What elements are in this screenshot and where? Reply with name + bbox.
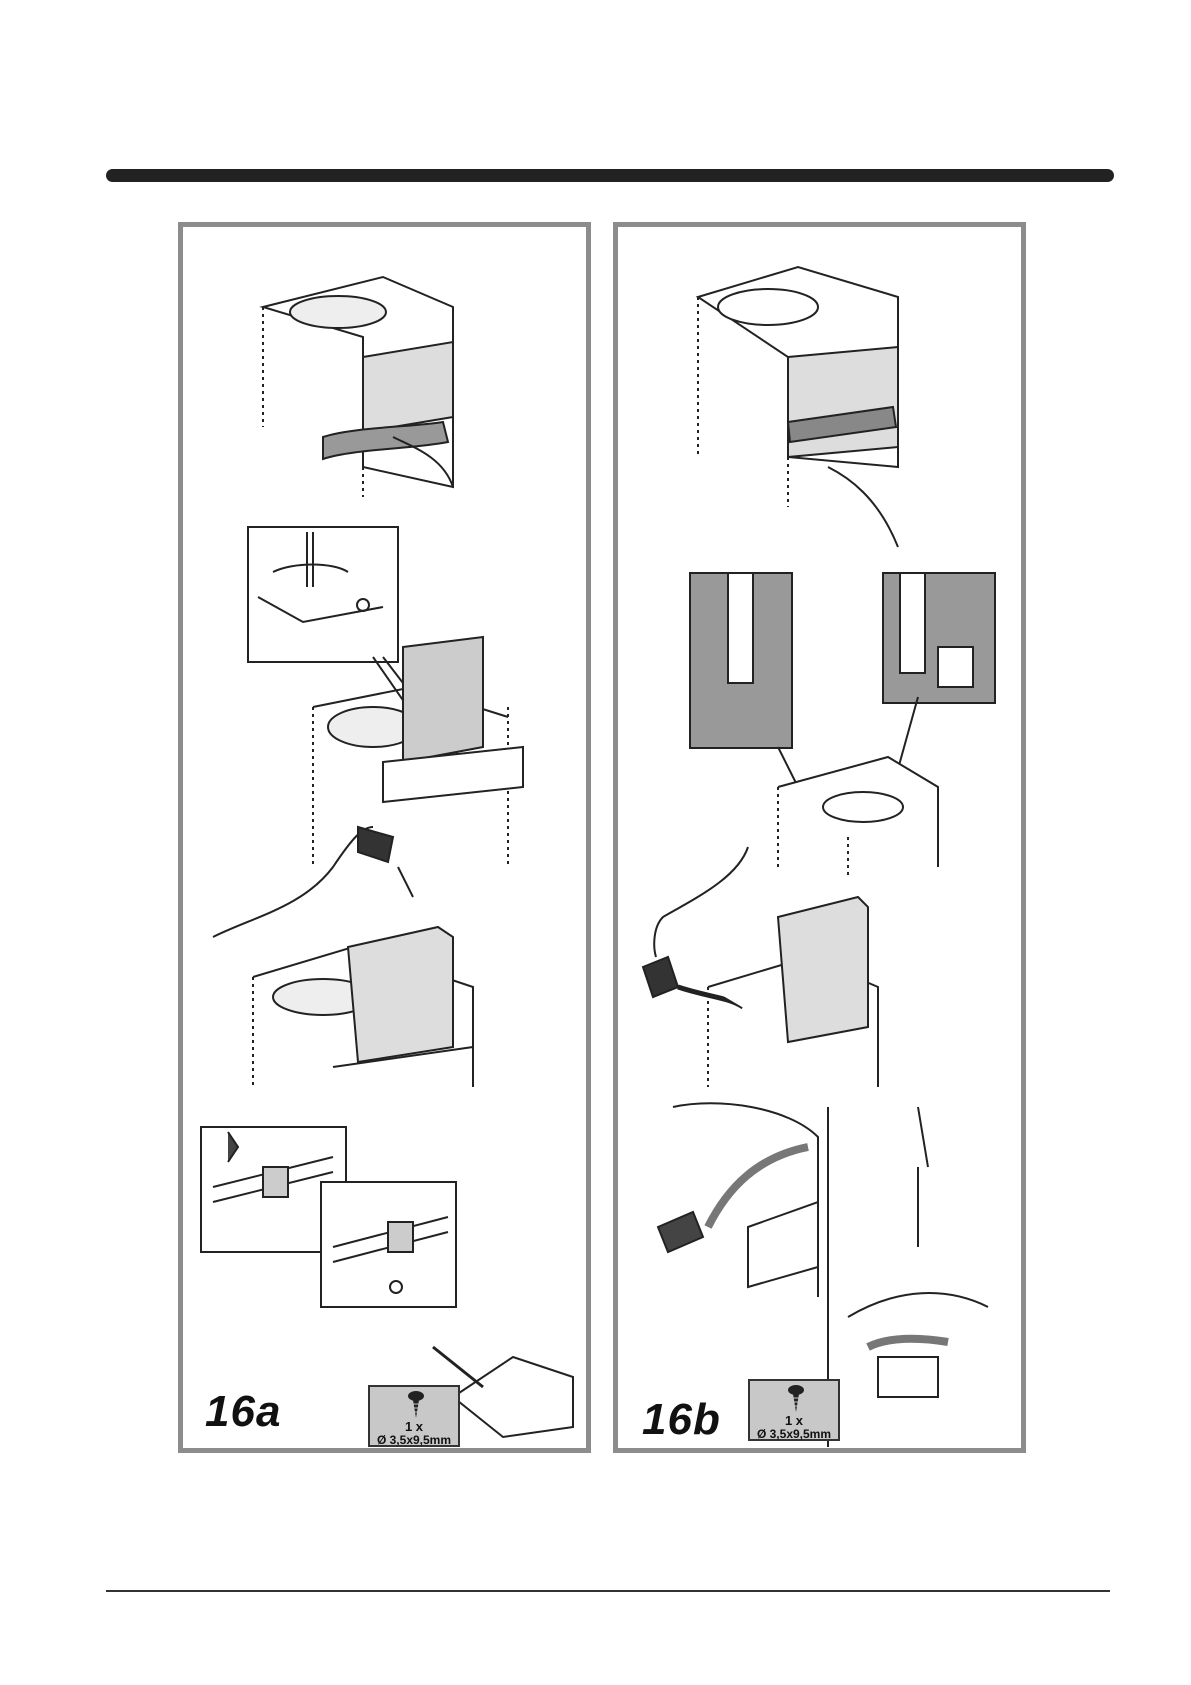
figure-label: 16a (205, 1387, 281, 1437)
screw-size: Ø 3,5x9,5mm (750, 1427, 838, 1441)
screw-size: Ø 3,5x9,5mm (370, 1433, 458, 1447)
figure-label: 16b (642, 1395, 721, 1445)
footer-rule (106, 1590, 1110, 1592)
step3-power-plug (643, 847, 878, 1087)
figure-16b-illustration (618, 227, 1021, 1448)
step1-hood-tape (698, 267, 898, 547)
step2-inset-screw (248, 527, 523, 867)
step4-clamp-insets (201, 1127, 456, 1307)
screw-icon (786, 1384, 806, 1414)
screw-quantity: 1 x (370, 1420, 458, 1433)
figure-16a-panel: 16a 1 x Ø 3,5x9,5mm (178, 222, 591, 1453)
figure-16a-illustration (183, 227, 586, 1448)
screw-spec-box: 1 x Ø 3,5x9,5mm (368, 1385, 460, 1447)
step1-hood-tape (263, 277, 453, 497)
figure-16b-panel: 16b 1 x Ø 3,5x9,5mm (613, 222, 1026, 1453)
screw-quantity: 1 x (750, 1414, 838, 1427)
header-rule (106, 169, 1114, 182)
screw-spec-box: 1 x Ø 3,5x9,5mm (748, 1379, 840, 1441)
step2-insets (690, 573, 995, 877)
step3-power-plug (213, 827, 473, 1087)
screw-icon (406, 1390, 426, 1420)
